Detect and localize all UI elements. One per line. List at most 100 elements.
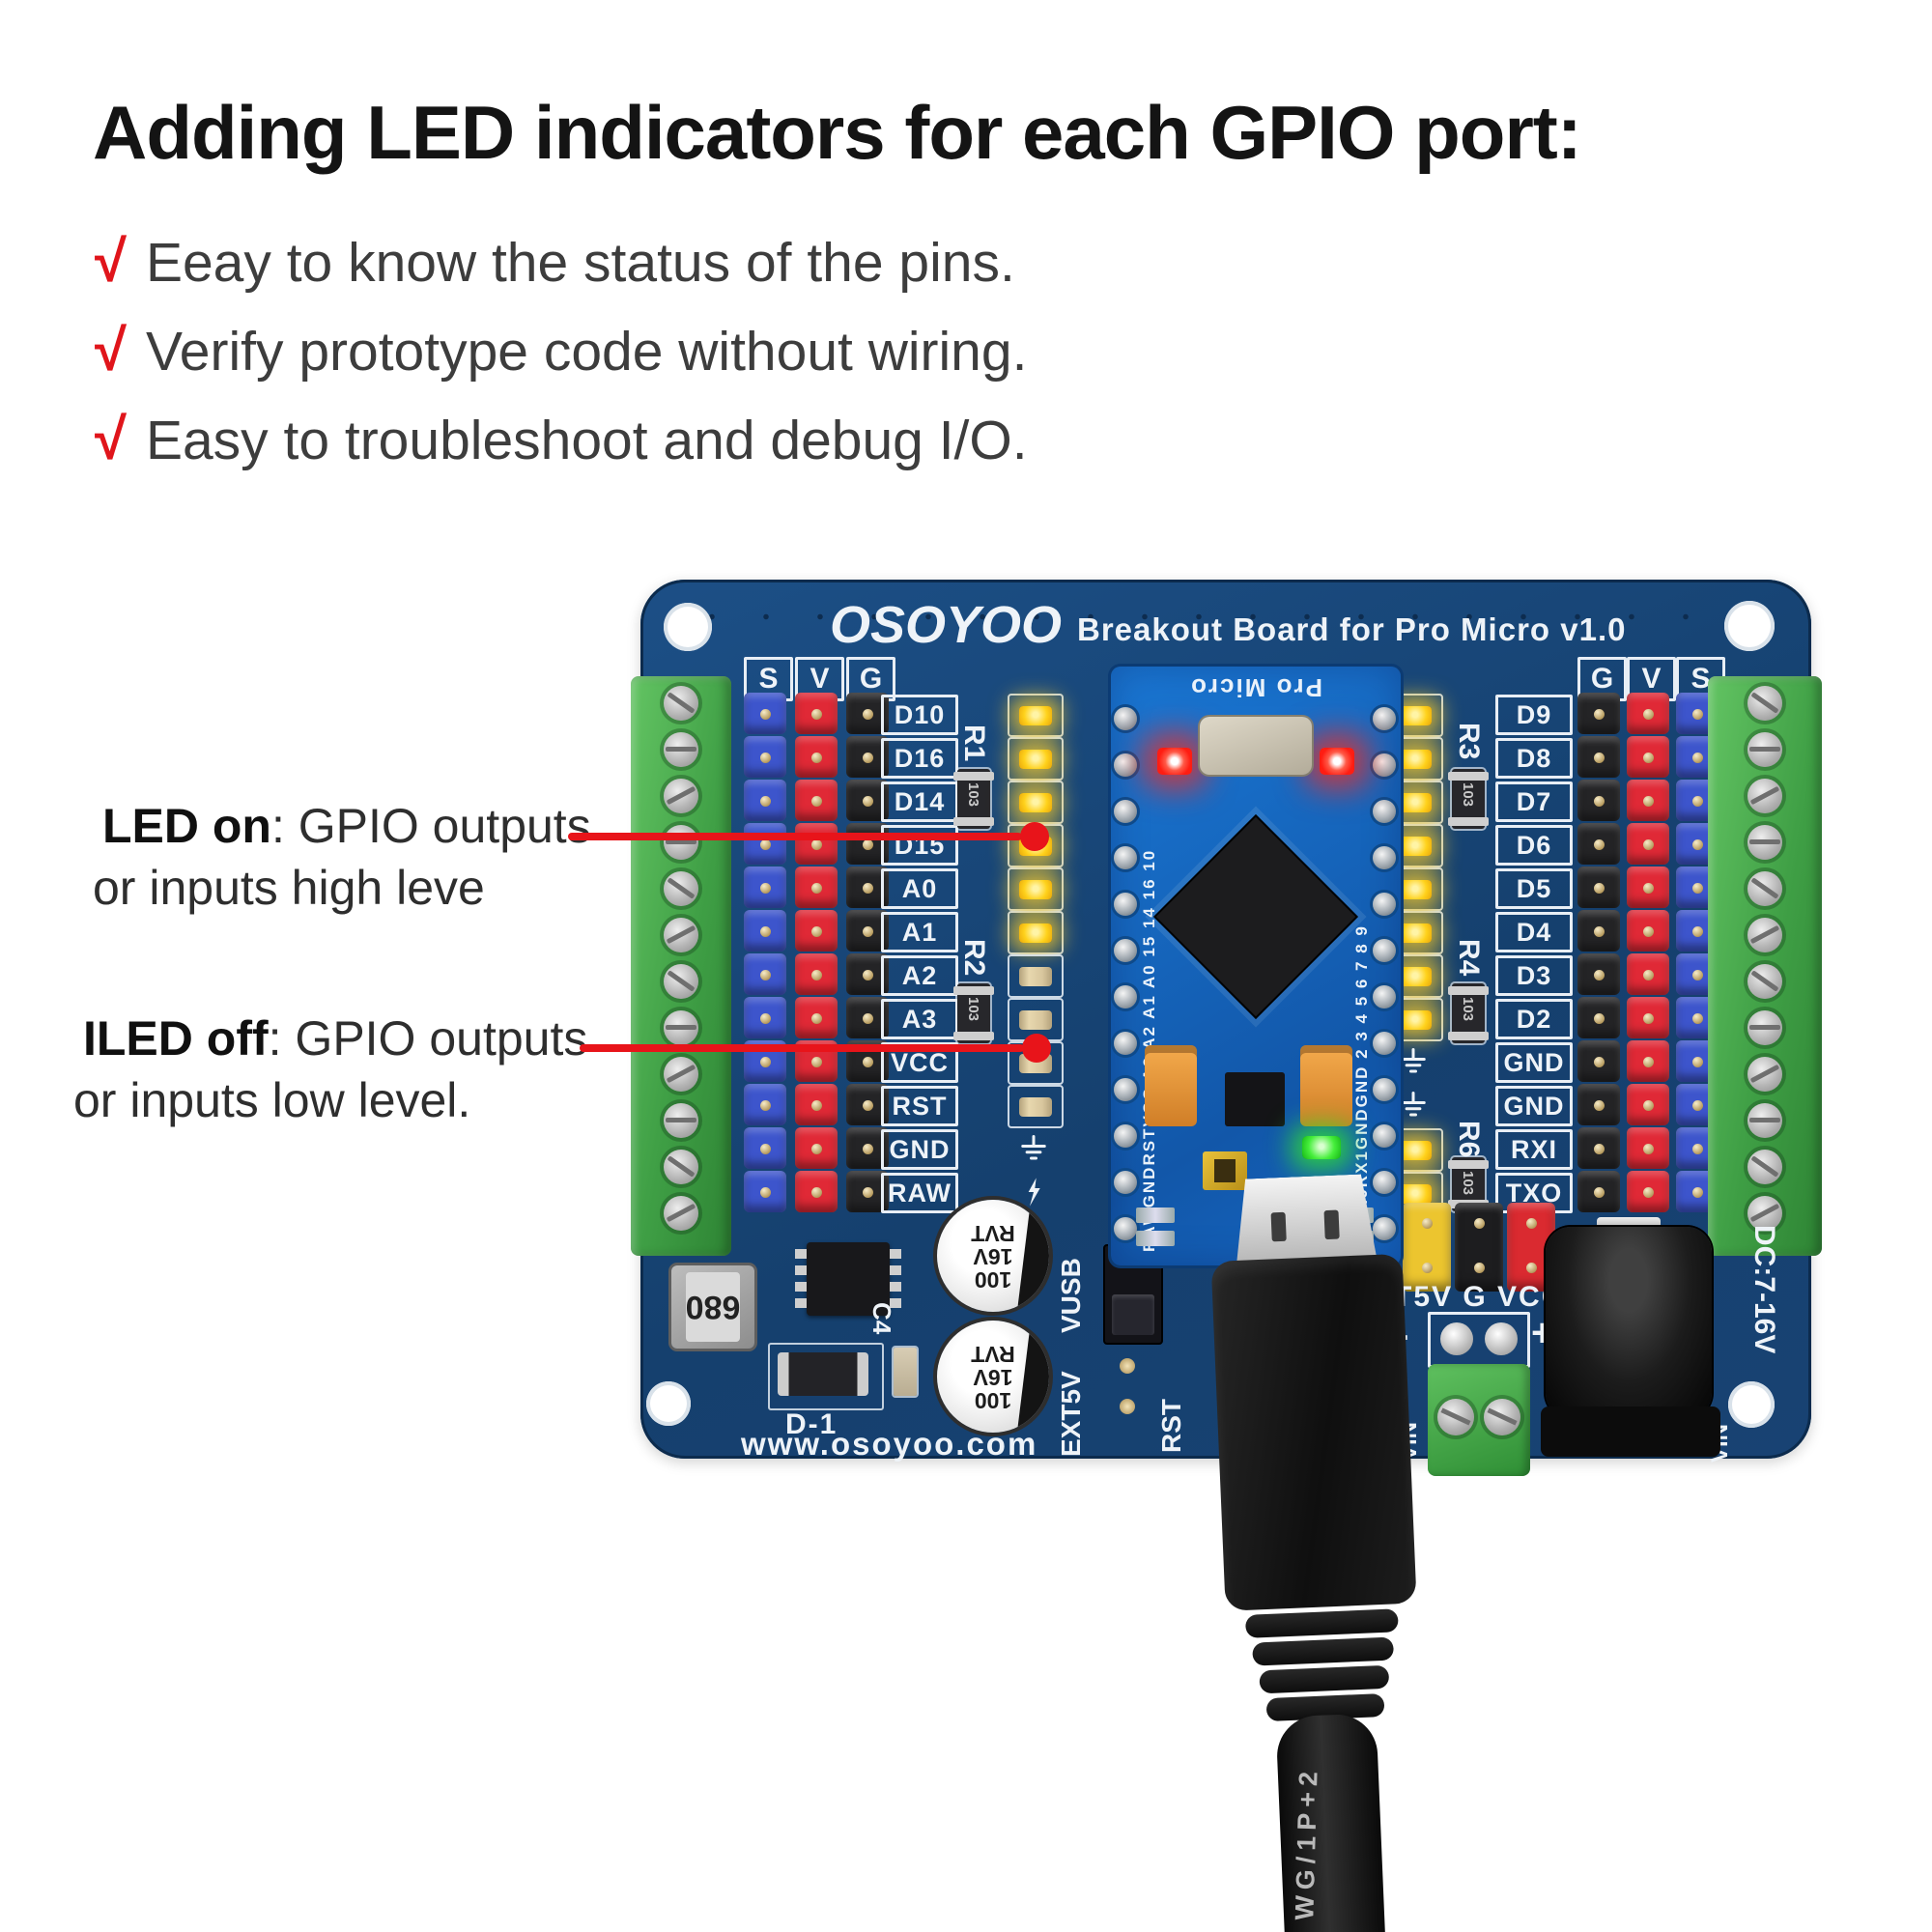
header-pin	[744, 693, 786, 734]
bullet-3: √Easy to troubleshoot and debug I/O.	[95, 406, 1028, 472]
led-indicator-on	[1019, 792, 1052, 812]
solder-pad	[1373, 893, 1396, 916]
pin-label-d2: D2	[1495, 999, 1573, 1039]
led-indicator-on	[1399, 705, 1432, 725]
led-slot	[1008, 781, 1064, 824]
header-pin	[1627, 823, 1669, 865]
pin-label-vcc: VCC	[881, 1042, 958, 1083]
header-pin	[1474, 1218, 1485, 1229]
solder-pad	[1373, 1124, 1396, 1148]
pin-label-d16: D16	[881, 738, 958, 779]
led-indicator-on	[1399, 966, 1432, 986]
smd-resistor	[1136, 1231, 1175, 1246]
bullet-3-text: Easy to troubleshoot and debug I/O.	[145, 410, 1028, 471]
led-slot	[1008, 737, 1064, 781]
led-indicator-on	[1399, 1140, 1432, 1160]
pin-label-d7: D7	[1495, 781, 1573, 822]
header-pin	[744, 1171, 786, 1212]
strain-relief-rib	[1244, 1608, 1399, 1638]
status-led-red	[1320, 748, 1354, 775]
terminal-screw	[664, 871, 698, 906]
header-pin	[744, 1084, 786, 1125]
ground-icon	[1401, 1091, 1426, 1116]
header-pin	[744, 867, 786, 908]
header-pin	[1577, 693, 1620, 734]
header-pin	[1422, 1263, 1433, 1273]
usb-plug	[1210, 1253, 1417, 1611]
header-pin	[744, 823, 786, 865]
vin-screw-terminal	[1428, 1364, 1530, 1476]
signal-header-left	[744, 692, 786, 1213]
solder-pad	[1114, 707, 1137, 730]
solder-pad	[1373, 1078, 1396, 1101]
header-pin	[795, 997, 838, 1038]
mounting-hole	[646, 1381, 691, 1426]
pad	[1485, 1322, 1518, 1355]
mcu-chip	[1155, 816, 1356, 1017]
ground-icon	[1021, 1134, 1046, 1159]
bullet-2-text: Verify prototype code without wiring.	[145, 321, 1028, 383]
header-pin	[1627, 1171, 1669, 1212]
ext-power-pads	[1428, 1312, 1530, 1368]
cable-print-text: WG/1P+2	[1290, 1765, 1323, 1921]
pin-label-rst: RST	[881, 1086, 958, 1126]
terminal-screw	[1747, 825, 1782, 860]
board-title: Breakout Board for Pro Micro v1.0	[1077, 611, 1627, 647]
terminal-screw	[1747, 1057, 1782, 1092]
header-pin	[795, 867, 838, 908]
header-pin	[1627, 780, 1669, 821]
solder-pad	[1114, 846, 1137, 869]
header-pin	[1577, 1171, 1620, 1212]
terminal-screw	[1747, 1010, 1782, 1045]
led-slot	[1008, 694, 1064, 737]
header-pin	[744, 736, 786, 778]
pin-label-d14: D14	[881, 781, 958, 822]
resistor-value: 103	[965, 782, 981, 808]
header-pin	[1577, 997, 1620, 1038]
dc-barrel-jack	[1546, 1227, 1712, 1418]
header-pin	[1627, 867, 1669, 908]
annotation-led-off-line2: or inputs low level.	[73, 1073, 471, 1127]
header-pin	[1422, 1218, 1433, 1229]
led-slot	[1008, 1085, 1064, 1128]
header-pin	[1577, 736, 1620, 778]
pro-micro-module: Pro Micro RAWGNDRSTVCC A3 A2 A1 A0 15 14…	[1111, 667, 1401, 1265]
pin-label-a2: A2	[881, 955, 958, 996]
solder-pad	[1114, 985, 1137, 1009]
header-pin	[795, 780, 838, 821]
solder-pad	[1114, 893, 1137, 916]
header-pin	[1577, 953, 1620, 995]
header-pin	[744, 910, 786, 952]
ground-icon	[1008, 1128, 1060, 1168]
mounting-hole	[1728, 1381, 1775, 1428]
leader-dot-led-off	[1022, 1034, 1051, 1063]
terminal-screw	[664, 732, 698, 767]
header-pin	[1577, 1084, 1620, 1125]
header-pin	[1577, 823, 1620, 865]
usb-cable: WG/1P+2	[1201, 1173, 1447, 1932]
capacitor-c4	[894, 1348, 917, 1396]
terminal-screw	[1747, 871, 1782, 906]
strain-relief-rib	[1259, 1664, 1390, 1694]
solder-pad	[1373, 846, 1396, 869]
header-pin	[795, 693, 838, 734]
terminal-screw	[1437, 1399, 1474, 1435]
pro-micro-label: Pro Micro	[1189, 673, 1322, 702]
regulator-ic	[1225, 1072, 1285, 1126]
led-slot	[1008, 867, 1064, 911]
solder-pad	[1114, 1171, 1137, 1194]
bullet-1: √Eeay to know the status of the pins.	[95, 228, 1015, 295]
terminal-screw	[664, 964, 698, 999]
lightning-icon	[1008, 1172, 1060, 1211]
annotation-led-on-label: LED on	[102, 799, 271, 853]
solder-pad	[1114, 1032, 1137, 1055]
inductor-value: 680	[686, 1272, 740, 1342]
resistor-value: 103	[1460, 997, 1476, 1022]
header-pin	[1627, 953, 1669, 995]
header-pin	[795, 736, 838, 778]
website-text: www.osoyoo.com	[741, 1426, 1038, 1462]
annotation-led-off-label: ILED off	[83, 1011, 269, 1065]
solder-pads-right	[1373, 667, 1398, 1265]
header-pin	[1627, 1040, 1669, 1082]
